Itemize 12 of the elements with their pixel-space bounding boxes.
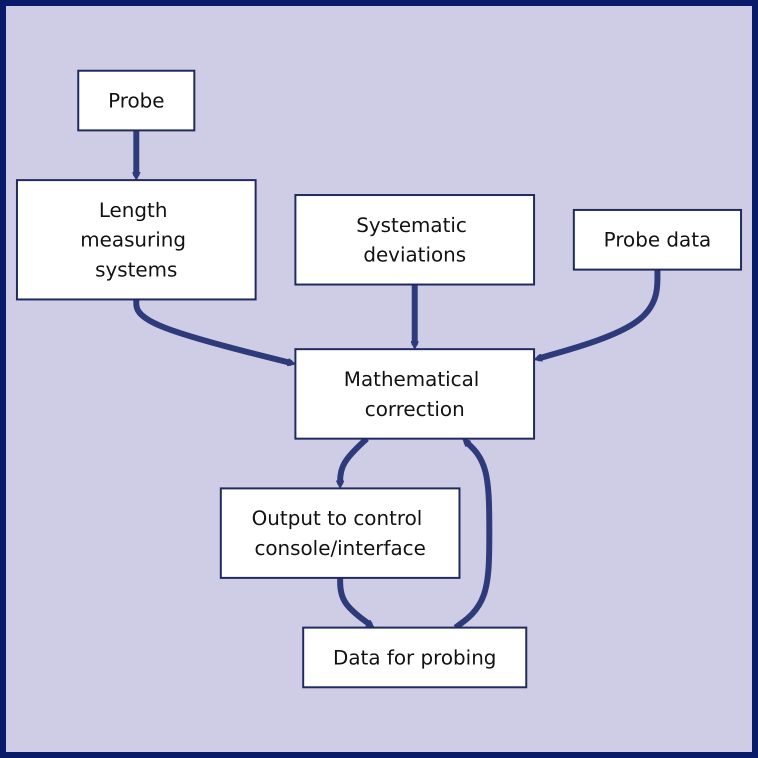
- arrow: [337, 578, 374, 628]
- arrow: [133, 299, 296, 366]
- node-box: Probe data: [572, 208, 742, 271]
- arrow: [410, 284, 420, 350]
- node-box: Systematic deviations: [294, 194, 536, 286]
- arrow: [534, 270, 660, 362]
- node-box: Probe: [77, 70, 196, 132]
- node-box: Data for probing: [302, 626, 528, 688]
- node-box: Length measuring systems: [16, 179, 257, 300]
- node-box: Mathematical correction: [294, 348, 536, 440]
- node-box: Output to control console/interface: [220, 487, 460, 579]
- arrow: [132, 130, 141, 180]
